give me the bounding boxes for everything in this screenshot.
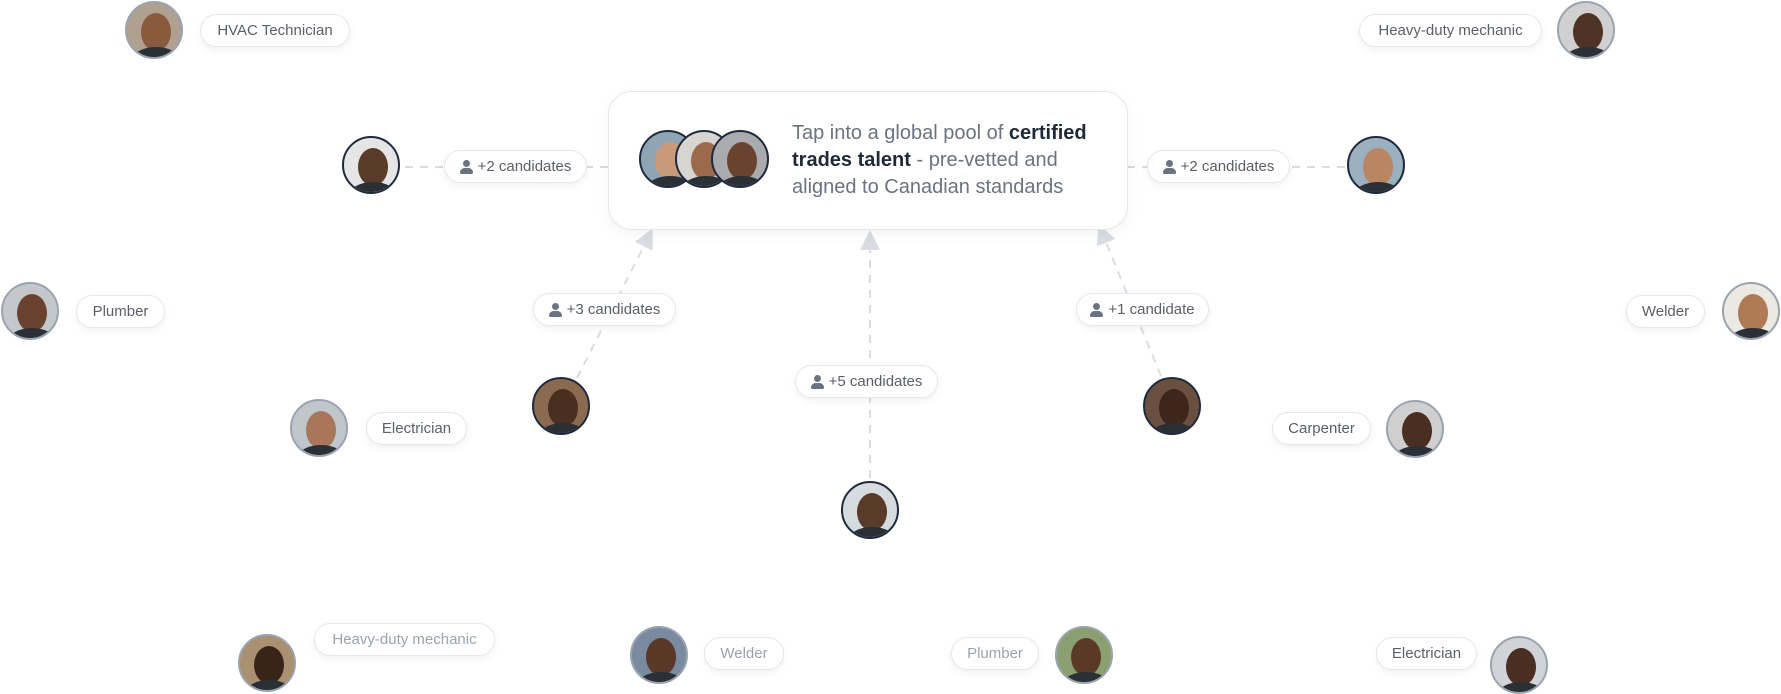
role-label-text: Electrician bbox=[381, 420, 452, 437]
person-icon bbox=[548, 302, 562, 317]
card-avatar-3 bbox=[711, 130, 769, 188]
role-label-text: Heavy-duty mechanic bbox=[332, 631, 477, 648]
avatar-plumber-left bbox=[1, 282, 59, 340]
candidates-pill-lower-left[interactable]: +3 candidates bbox=[533, 293, 676, 326]
avatar-left bbox=[342, 136, 400, 194]
role-label-electrician-bottom[interactable]: Electrician bbox=[1376, 637, 1477, 670]
person-icon bbox=[810, 374, 824, 389]
role-label-plumber-bottom[interactable]: Plumber bbox=[951, 637, 1039, 670]
pill-label: +2 candidates bbox=[477, 158, 572, 175]
role-label-text: Electrician bbox=[1391, 645, 1462, 662]
role-label-text: Heavy-duty mechanic bbox=[1378, 22, 1523, 39]
candidates-pill-left[interactable]: +2 candidates bbox=[444, 150, 587, 183]
role-label-carpenter[interactable]: Carpenter bbox=[1272, 412, 1371, 445]
pill-label: +1 candidate bbox=[1108, 301, 1195, 318]
avatar-welder-bottom bbox=[630, 626, 688, 684]
avatar-heavy-duty-top bbox=[1557, 1, 1615, 59]
role-label-text: HVAC Technician bbox=[217, 22, 333, 39]
avatar-hvac bbox=[125, 1, 183, 59]
avatar-right bbox=[1347, 136, 1405, 194]
role-label-electrician-left[interactable]: Electrician bbox=[366, 412, 467, 445]
pill-label: +3 candidates bbox=[566, 301, 661, 318]
pill-label: +2 candidates bbox=[1180, 158, 1275, 175]
avatar-lower-right bbox=[1143, 377, 1201, 435]
avatar-center-bottom bbox=[841, 481, 899, 539]
role-label-plumber-left[interactable]: Plumber bbox=[76, 295, 165, 328]
role-label-text: Carpenter bbox=[1288, 420, 1355, 437]
person-icon bbox=[1162, 159, 1176, 174]
candidates-pill-right[interactable]: +2 candidates bbox=[1147, 150, 1290, 183]
person-icon bbox=[459, 159, 473, 174]
avatar-heavy-duty-bottom bbox=[238, 634, 296, 692]
role-label-hvac-technician[interactable]: HVAC Technician bbox=[200, 14, 350, 47]
role-label-text: Welder bbox=[1641, 303, 1690, 320]
avatar-electrician-bottom bbox=[1490, 636, 1548, 694]
candidates-pill-center[interactable]: +5 candidates bbox=[795, 365, 938, 398]
avatar-electrician-left bbox=[290, 399, 348, 457]
role-label-heavy-duty-mechanic-bottom[interactable]: Heavy-duty mechanic bbox=[314, 623, 495, 656]
candidates-pill-lower-right[interactable]: +1 candidate bbox=[1076, 293, 1209, 326]
role-label-welder-bottom[interactable]: Welder bbox=[704, 637, 784, 670]
role-label-heavy-duty-mechanic-top[interactable]: Heavy-duty mechanic bbox=[1359, 14, 1542, 47]
avatar-lower-left bbox=[532, 377, 590, 435]
avatar-plumber-bottom bbox=[1055, 626, 1113, 684]
role-label-text: Plumber bbox=[967, 645, 1023, 662]
role-label-text: Welder bbox=[720, 645, 768, 662]
hero-text: Tap into a global pool of certified trad… bbox=[792, 122, 1087, 198]
role-label-text: Plumber bbox=[92, 303, 149, 320]
avatar-carpenter bbox=[1386, 400, 1444, 458]
role-label-welder-right[interactable]: Welder bbox=[1626, 295, 1705, 328]
avatar-welder-right bbox=[1722, 282, 1780, 340]
hero-card: Tap into a global pool of certified trad… bbox=[608, 91, 1128, 230]
pill-label: +5 candidates bbox=[828, 373, 923, 390]
person-icon bbox=[1090, 302, 1104, 317]
